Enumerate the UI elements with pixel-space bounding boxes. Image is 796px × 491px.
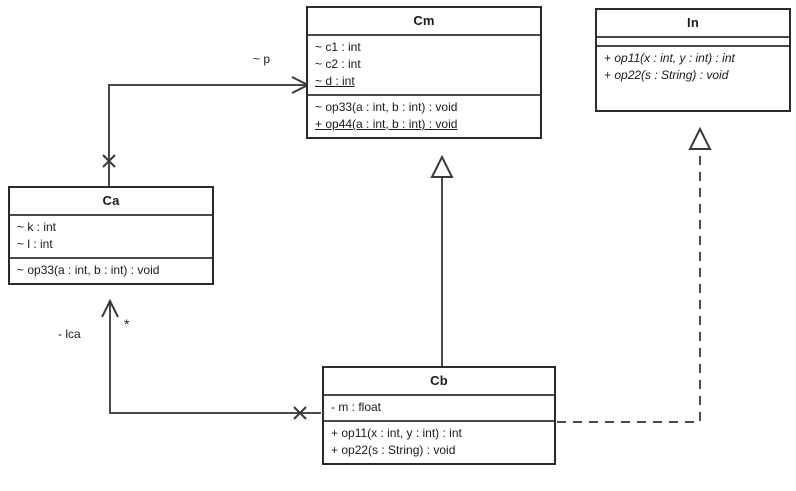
cross-marker-ca-cm	[102, 154, 116, 168]
uml-class-in[interactable]: In + op11(x : int, y : int) : int + op22…	[595, 8, 791, 112]
operation-item: + op44(a : int, b : int) : void	[315, 117, 458, 131]
link-cb-to-ca	[101, 298, 321, 420]
operation-item: + op22(s : String) : void	[604, 68, 729, 82]
operations-compartment-ca: ~ op33(a : int, b : int) : void	[10, 259, 212, 283]
attributes-compartment-cb: - m : float	[324, 396, 554, 422]
class-name-cb: Cb	[324, 368, 554, 396]
attribute-item: - m : float	[331, 400, 382, 414]
attribute-item: ~ c1 : int	[315, 40, 361, 54]
association-label-lca: - lca	[58, 327, 81, 341]
operation-item: + op11(x : int, y : int) : int	[604, 51, 735, 65]
class-name-in: In	[597, 10, 789, 38]
attribute-item: ~ k : int	[17, 220, 57, 234]
operation-item: + op22(s : String) : void	[331, 443, 456, 457]
multiplicity-label-star: *	[124, 316, 130, 332]
attribute-item: ~ d : int	[315, 74, 355, 88]
attributes-compartment-in	[597, 38, 789, 47]
class-name-ca: Ca	[10, 188, 212, 216]
association-label-p: ~ p	[253, 52, 271, 66]
realization-triangle	[688, 126, 712, 150]
class-name-cm: Cm	[308, 8, 540, 36]
attribute-item: ~ l : int	[17, 237, 53, 251]
uml-class-cb[interactable]: Cb - m : float + op11(x : int, y : int) …	[322, 366, 556, 465]
link-cb-implements-in	[557, 126, 712, 423]
operation-item: + op11(x : int, y : int) : int	[331, 426, 462, 440]
attributes-compartment-cm: ~ c1 : int ~ c2 : int ~ d : int	[308, 36, 540, 96]
link-cb-extends-cm	[430, 154, 454, 366]
operation-item: ~ op33(a : int, b : int) : void	[315, 100, 458, 114]
attributes-compartment-ca: ~ k : int ~ l : int	[10, 216, 212, 259]
operations-compartment-in: + op11(x : int, y : int) : int + op22(s …	[597, 47, 789, 110]
link-ca-to-cm	[102, 76, 311, 186]
operation-item: ~ op33(a : int, b : int) : void	[17, 263, 160, 277]
operations-compartment-cb: + op11(x : int, y : int) : int + op22(s …	[324, 422, 554, 463]
operations-compartment-cm: ~ op33(a : int, b : int) : void + op44(a…	[308, 96, 540, 137]
uml-class-ca[interactable]: Ca ~ k : int ~ l : int ~ op33(a : int, b…	[8, 186, 214, 285]
generalization-triangle	[430, 154, 454, 178]
attribute-item: ~ c2 : int	[315, 57, 361, 71]
cross-marker-cb-ca	[293, 406, 307, 420]
uml-class-cm[interactable]: Cm ~ c1 : int ~ c2 : int ~ d : int ~ op3…	[306, 6, 542, 139]
